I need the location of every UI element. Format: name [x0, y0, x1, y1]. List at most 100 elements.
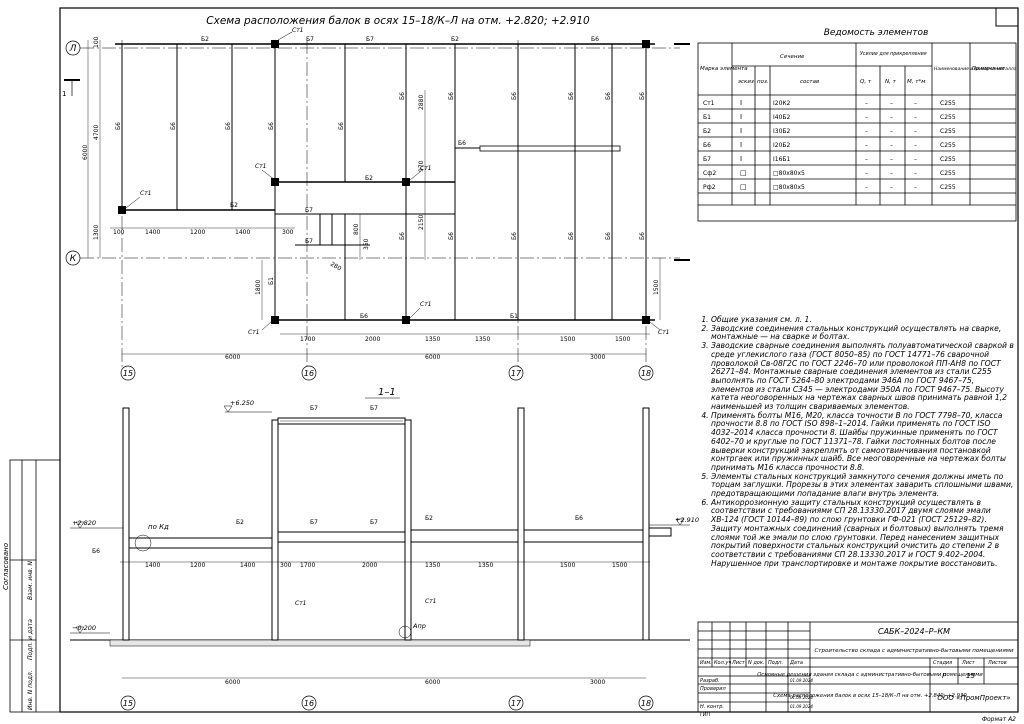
sec-a-label: Апр	[412, 622, 426, 630]
spec-table: Ведомость элементов Марка элемента	[697, 28, 1017, 222]
plan-dim-v-1: 4700	[93, 125, 100, 140]
sec-axis-17: 17	[511, 699, 522, 708]
plan-b6-v5: Б6	[338, 122, 345, 130]
spec-h-sketch: эскиз	[738, 79, 754, 85]
title-block	[697, 621, 1019, 713]
spec-cell-m: –	[914, 156, 917, 163]
spec-cell-q: –	[865, 114, 868, 121]
sec-b6-2: Б6	[92, 548, 100, 555]
note-item: Заводские соединения стальных конструкци…	[711, 324, 1015, 342]
i-beam-icon: I	[740, 155, 742, 163]
spec-h-m: М, т*м	[907, 79, 925, 85]
plan-dim-v-2: 6000	[82, 145, 89, 160]
plan-b6-v8: Б6	[511, 92, 518, 100]
spec-cell-n: –	[890, 142, 893, 149]
spec-h-section: Сечение	[780, 54, 805, 60]
spec-cell-m: –	[914, 128, 917, 135]
sec-dim-0: 1400	[145, 562, 160, 569]
spec-cell-m: –	[914, 170, 917, 177]
plan-label-b7-top-a: Б7	[306, 36, 314, 43]
spec-h-q: Q, т	[860, 79, 872, 85]
plan-dim-axis-0: 6000	[225, 354, 240, 361]
sec-b7-3: Б7	[310, 519, 318, 526]
plan-dim-l-2: 1200	[190, 229, 205, 236]
plan-b6-v11: Б6	[399, 232, 406, 240]
plan-dim-b-2: 1350	[425, 336, 440, 343]
side-stamp-sign: Подп. и дата	[27, 619, 34, 660]
plan-b6-v7: Б6	[448, 92, 455, 100]
axis-15-label: 15	[123, 369, 133, 378]
sec-b7-4: Б7	[370, 519, 378, 526]
plan-label-b7-top-b: Б7	[366, 36, 374, 43]
plan-b7-mid: Б7	[305, 207, 313, 214]
general-notes: Общие указания см. л. 1.Заводские соедин…	[699, 315, 1015, 569]
sec-b7-2: Б7	[370, 405, 378, 412]
sec-dim-3: 300	[280, 562, 292, 569]
spec-cell-q: –	[865, 142, 868, 149]
sec-dim-9: 1500	[612, 562, 627, 569]
plan-b6-v2: Б6	[170, 122, 177, 130]
stamp-stage: Р	[942, 672, 947, 680]
spec-cell-mark: Рф2	[703, 184, 716, 191]
section-view: 1–1	[70, 387, 699, 711]
plan-dim-axis-2: 3000	[590, 354, 605, 361]
spec-cell-metal: С255	[940, 100, 956, 107]
spec-cell-metal: С255	[940, 114, 956, 121]
stamp-company: ООО «ПромПроект»	[937, 694, 1010, 702]
spec-cell-q: –	[865, 170, 868, 177]
stamp-sheets-h: Листов	[987, 660, 1007, 666]
spec-title: Ведомость элементов	[824, 28, 929, 38]
i-beam-icon: I	[740, 127, 742, 135]
spec-cell-m: –	[914, 142, 917, 149]
spec-cell-mark: Б2	[703, 128, 711, 135]
stamp-role-4: ГИП	[700, 712, 711, 718]
plan-b6-v14: Б6	[568, 232, 575, 240]
stamp-role-1: Проверил	[700, 686, 726, 692]
plan-b6-v10: Б6	[605, 92, 612, 100]
plan-b6-v15: Б6	[605, 232, 612, 240]
stamp-date-4: 01.09.2024	[790, 704, 813, 709]
plan-dim-v-4: 1800	[255, 280, 262, 295]
spec-cell-q: –	[865, 184, 868, 191]
stamp-object: Основные решения здания склада с админис…	[757, 672, 983, 678]
plan-label-b2-top: Б2	[201, 36, 209, 43]
spec-cell-m: –	[914, 184, 917, 191]
box-section-icon: □	[740, 169, 747, 177]
axis-l-label: Л	[69, 44, 77, 54]
plan-b6-v6: Б6	[399, 92, 406, 100]
spec-cell-comp: I40Б2	[773, 114, 791, 121]
plan-st1-c: Ст1	[420, 165, 432, 172]
note-item: Антикоррозионную защиту стальных констру…	[711, 498, 1015, 569]
section-title: 1–1	[378, 387, 396, 398]
plan-label-b6-top: Б6	[591, 36, 599, 43]
spec-cell-metal: С255	[940, 184, 956, 191]
spec-cell-comp: I30Б2	[773, 128, 791, 135]
spec-cell-metal: С255	[940, 156, 956, 163]
plan-st1-g: Ст1	[658, 329, 670, 336]
sec-dim-6: 1350	[425, 562, 440, 569]
stamp-role-0: Разраб.	[700, 678, 720, 684]
plan-st1-e: Ст1	[420, 301, 432, 308]
axis-17-label: 17	[511, 369, 522, 378]
note-item: Общие указания см. л. 1.	[711, 315, 1015, 325]
stamp-date-3: 01.09.2024	[790, 695, 813, 700]
plan-b6-v9: Б6	[568, 92, 575, 100]
plan-st1-f: Ст1	[248, 329, 260, 336]
spec-h-n: N, т	[885, 79, 897, 85]
stamp-role-3: Н. контр.	[700, 704, 724, 710]
notes-list: Общие указания см. л. 1.Заводские соедин…	[699, 315, 1015, 569]
elev-2820: +2.820	[72, 519, 96, 527]
spec-h-pos: поз.	[757, 79, 769, 85]
side-stamp	[9, 459, 61, 713]
stamp-project: Строительство склада с административно-б…	[814, 648, 1013, 654]
spec-cell-q: –	[865, 128, 868, 135]
plan-b6-v13: Б6	[511, 232, 518, 240]
plan-mid-b6: Б6	[458, 140, 466, 147]
plan-b6-bottom: Б6	[360, 313, 368, 320]
sec-b2-2: Б2	[425, 515, 433, 522]
spec-h-mark: Марка элемента	[700, 66, 748, 72]
sec-st1-b: Ст1	[425, 598, 437, 605]
plan-st1-d: Ст1	[140, 190, 152, 197]
i-beam-icon: I	[740, 141, 742, 149]
